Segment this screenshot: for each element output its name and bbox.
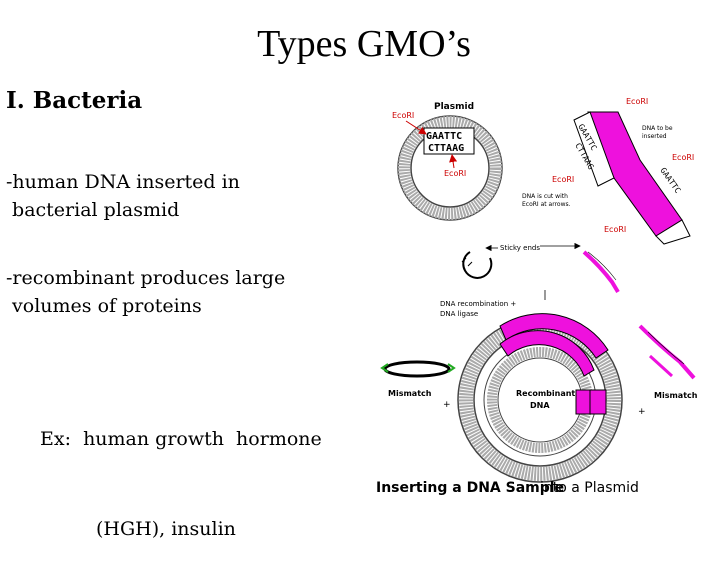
recombinant-label-2: DNA <box>530 401 550 410</box>
ecori-label-3: EcoRI <box>626 97 648 106</box>
bullet-dna-inserted: -human DNA inserted in bacterial plasmid <box>6 171 240 221</box>
plus-sign-1: + <box>443 400 451 410</box>
plasmid-cttaag: CTTAAG <box>428 143 464 154</box>
mismatch-label-left: Mismatch <box>388 389 432 398</box>
plus-sign-2: + <box>638 407 646 417</box>
ecori-label-2: EcoRI <box>444 169 466 178</box>
ecori-label-4: EcoRI <box>672 153 694 162</box>
dna-recombination-2: DNA ligase <box>440 310 478 318</box>
example-line-1: Ex: human growth hormone <box>40 428 322 450</box>
caption-rest: into a Plasmid <box>540 480 639 496</box>
insert-dna-strand <box>573 111 691 245</box>
example-block: Ex: human growth hormone (HGH), insulin <box>40 364 322 574</box>
slide-title: Types GMO’s <box>257 23 471 65</box>
mismatch-ring-left <box>380 360 456 378</box>
dna-cut-2: EcoRI at arrows. <box>522 201 571 208</box>
recombinant-ring <box>457 313 623 483</box>
plasmid-diagram: Plasmid GAATTC CTTAAG EcoRI EcoRI GAATTC… <box>376 97 698 496</box>
sticky-ends-label: Sticky ends <box>500 244 540 252</box>
dna-recombination-1: DNA recombination + <box>440 300 516 308</box>
ecori-label-6: EcoRI <box>604 225 626 234</box>
ecori-label-5: EcoRI <box>552 175 574 184</box>
caption-bold: Inserting a DNA Sample <box>376 480 564 496</box>
plasmid-ring <box>397 115 503 221</box>
bullet-recombinant: -recombinant produces large volumes of p… <box>6 267 286 317</box>
dna-to-be-inserted-2: inserted <box>642 133 667 140</box>
plasmid-gaattc: GAATTC <box>426 131 462 142</box>
mismatch-label-right: Mismatch <box>654 391 698 400</box>
recombinant-label-1: Recombinant <box>516 389 575 398</box>
dna-to-be-inserted-1: DNA to be <box>642 125 673 132</box>
ecori-label-1: EcoRI <box>392 111 414 120</box>
example-line-2: (HGH), insulin <box>96 518 236 540</box>
plasmid-label: Plasmid <box>434 102 474 112</box>
section-heading: I. Bacteria <box>6 87 143 114</box>
dna-cut-1: DNA is cut with <box>522 193 568 200</box>
